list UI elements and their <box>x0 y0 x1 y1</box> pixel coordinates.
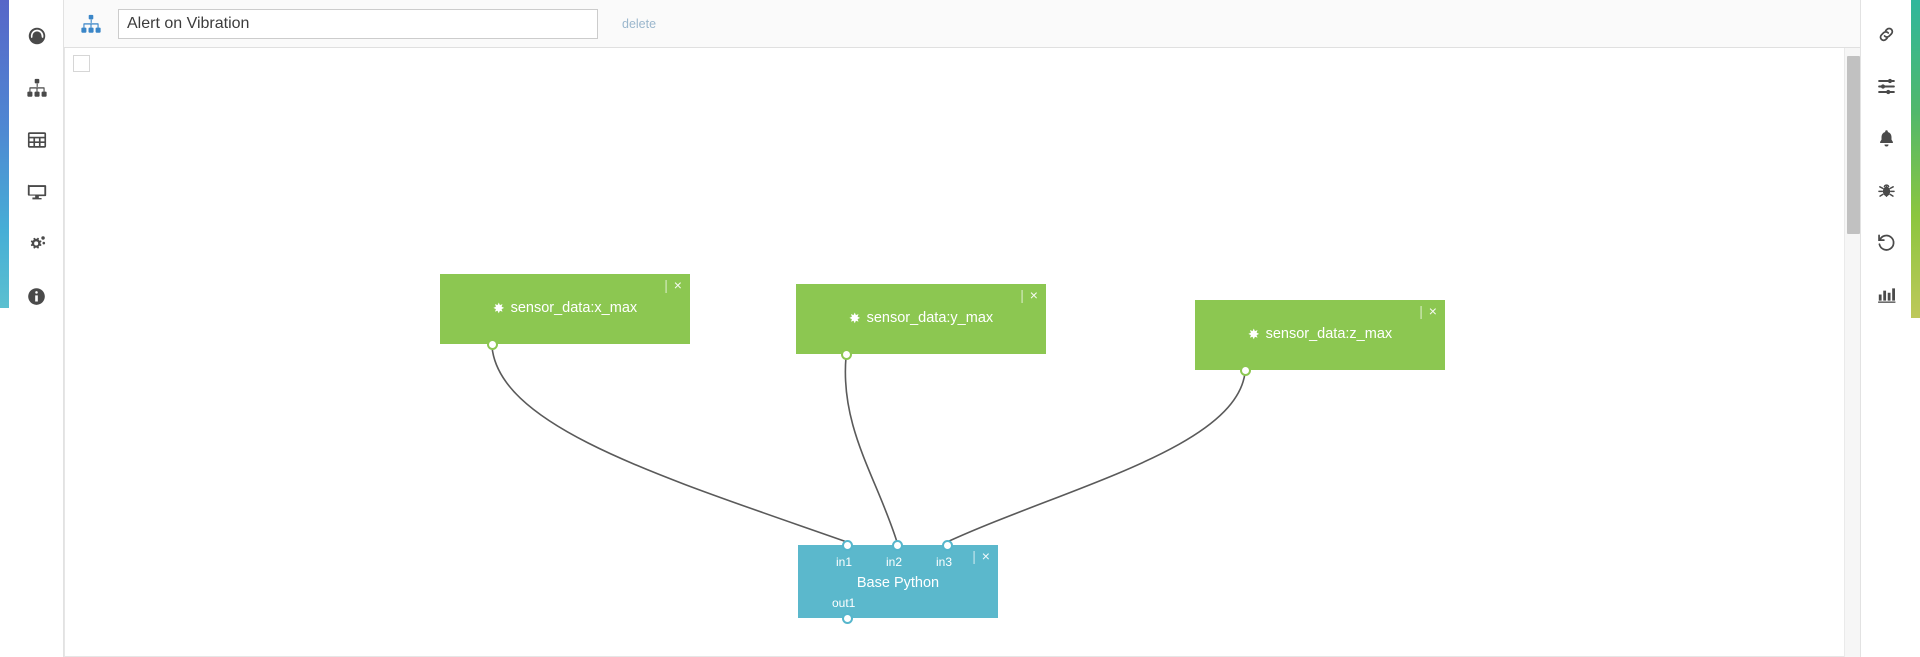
panel-item-connections[interactable] <box>1864 8 1910 60</box>
asterisk-icon: ✸ <box>492 300 505 316</box>
sliders-settings-icon <box>1876 76 1897 97</box>
right-accent-gradient <box>1911 0 1920 318</box>
node-z_max[interactable]: | × ✸ sensor_data:z_max <box>1195 300 1445 376</box>
node-label: ✸ sensor_data:x_max <box>440 300 690 316</box>
input-port-in2[interactable] <box>891 539 903 551</box>
close-icon[interactable]: | × <box>1419 303 1438 319</box>
sidebar-item-devices[interactable] <box>14 166 60 218</box>
panel-item-debug[interactable] <box>1864 164 1910 216</box>
sidebar-item-data[interactable] <box>14 114 60 166</box>
vertical-scrollbar-thumb[interactable] <box>1847 56 1860 234</box>
edge-z_max-to-in3[interactable] <box>946 372 1246 543</box>
edge-y_max-to-in2[interactable] <box>844 356 898 543</box>
node-x_max[interactable]: | × ✸ sensor_data:x_max <box>440 274 690 350</box>
sidebar-item-dashboard[interactable] <box>14 10 60 62</box>
sidebar-item-info[interactable] <box>14 270 60 322</box>
node-label: Base Python <box>856 575 940 591</box>
history-undo-icon <box>1876 232 1897 253</box>
node-label-text: sensor_data:y_max <box>866 310 994 326</box>
edge-x_max-to-in1[interactable] <box>491 346 848 543</box>
sidebar-item-flows[interactable] <box>14 62 60 114</box>
right-sidebar-items <box>1861 0 1912 320</box>
node-label: ✸ sensor_data:z_max <box>1195 326 1445 342</box>
left-sidebar <box>0 0 64 657</box>
left-sidebar-items <box>9 0 64 322</box>
sitemap-hierarchy-icon <box>76 9 106 39</box>
top-toolbar: delete <box>64 0 1860 48</box>
delete-flow-link[interactable]: delete <box>622 16 657 31</box>
input-port-label-in3: in3 <box>936 555 953 569</box>
node-y_max[interactable]: | × ✸ sensor_data:y_max <box>796 284 1046 360</box>
node-label: ✸ sensor_data:y_max <box>796 310 1046 326</box>
output-port[interactable] <box>840 348 852 360</box>
monitor-display-icon <box>26 181 48 203</box>
left-accent-gradient <box>0 0 9 308</box>
sitemap-hierarchy-icon <box>26 77 48 99</box>
sidebar-item-settings[interactable] <box>14 218 60 270</box>
minimap-toggle[interactable] <box>73 55 90 72</box>
input-port-label-in1: in1 <box>836 555 853 569</box>
close-icon[interactable]: | × <box>972 548 991 564</box>
flow-canvas[interactable]: | × ✸ sensor_data:x_max | × ✸ sensor_data:y_m… <box>64 48 1860 657</box>
close-icon[interactable]: | × <box>1020 287 1039 303</box>
bug-debug-icon <box>1876 180 1897 201</box>
panel-item-history[interactable] <box>1864 216 1910 268</box>
node-label-text: sensor_data:z_max <box>1265 326 1393 342</box>
panel-item-properties[interactable] <box>1864 60 1910 112</box>
asterisk-icon: ✸ <box>848 310 861 326</box>
input-port-label-in2: in2 <box>886 555 903 569</box>
input-port-in1[interactable] <box>841 539 853 551</box>
bell-notification-icon <box>1876 128 1897 149</box>
link-chain-icon <box>1876 24 1897 45</box>
panel-item-alerts[interactable] <box>1864 112 1910 164</box>
canvas-surface[interactable]: | × ✸ sensor_data:x_max | × ✸ sensor_data:y_m… <box>64 48 1850 657</box>
right-sidebar <box>1860 0 1920 657</box>
node-label-text: sensor_data:x_max <box>510 300 638 316</box>
vertical-scrollbar-track[interactable] <box>1844 48 1860 657</box>
output-port-label-out1: out1 <box>832 596 856 610</box>
info-circle-icon <box>26 286 47 307</box>
panel-item-analytics[interactable] <box>1864 268 1910 320</box>
input-port-in3[interactable] <box>941 539 953 551</box>
output-port[interactable] <box>1239 364 1251 376</box>
output-port[interactable] <box>486 338 498 350</box>
bar-chart-icon <box>1876 284 1897 305</box>
asterisk-icon: ✸ <box>1247 326 1260 342</box>
dashboard-gauge-icon <box>26 25 48 47</box>
output-port-out1[interactable] <box>841 612 853 624</box>
flow-name-input[interactable] <box>118 8 598 39</box>
table-grid-icon <box>26 129 48 151</box>
gears-settings-icon <box>26 233 48 255</box>
close-icon[interactable]: | × <box>664 277 683 293</box>
